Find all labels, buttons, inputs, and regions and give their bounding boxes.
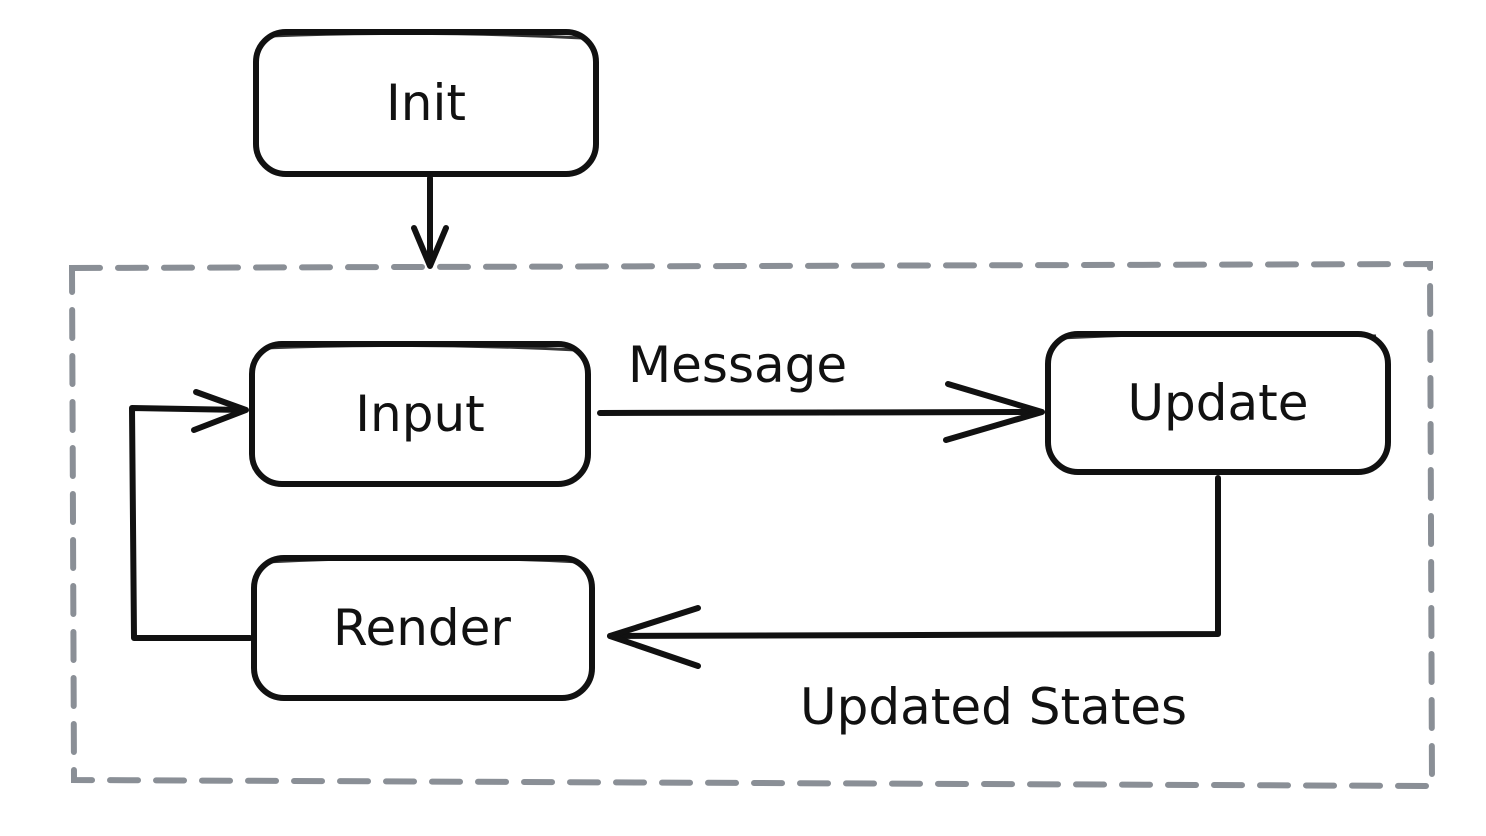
node-input-label: Input bbox=[355, 385, 484, 443]
edge-render-to-input bbox=[129, 389, 253, 641]
node-update: Update bbox=[1045, 331, 1391, 475]
edge-message-label: Message bbox=[628, 336, 847, 394]
node-update-label: Update bbox=[1127, 374, 1308, 432]
node-init-label: Init bbox=[386, 74, 466, 132]
edge-update-to-render bbox=[607, 475, 1221, 669]
node-init: Init bbox=[253, 29, 599, 177]
edge-input-to-update bbox=[597, 381, 1045, 443]
node-render-label: Render bbox=[333, 599, 511, 657]
node-render: Render bbox=[251, 555, 595, 701]
loop-boundary bbox=[68, 260, 1436, 790]
node-input: Input bbox=[249, 341, 591, 487]
edge-updated-states-label: Updated States bbox=[800, 678, 1187, 736]
edge-init-to-loop bbox=[411, 175, 449, 269]
